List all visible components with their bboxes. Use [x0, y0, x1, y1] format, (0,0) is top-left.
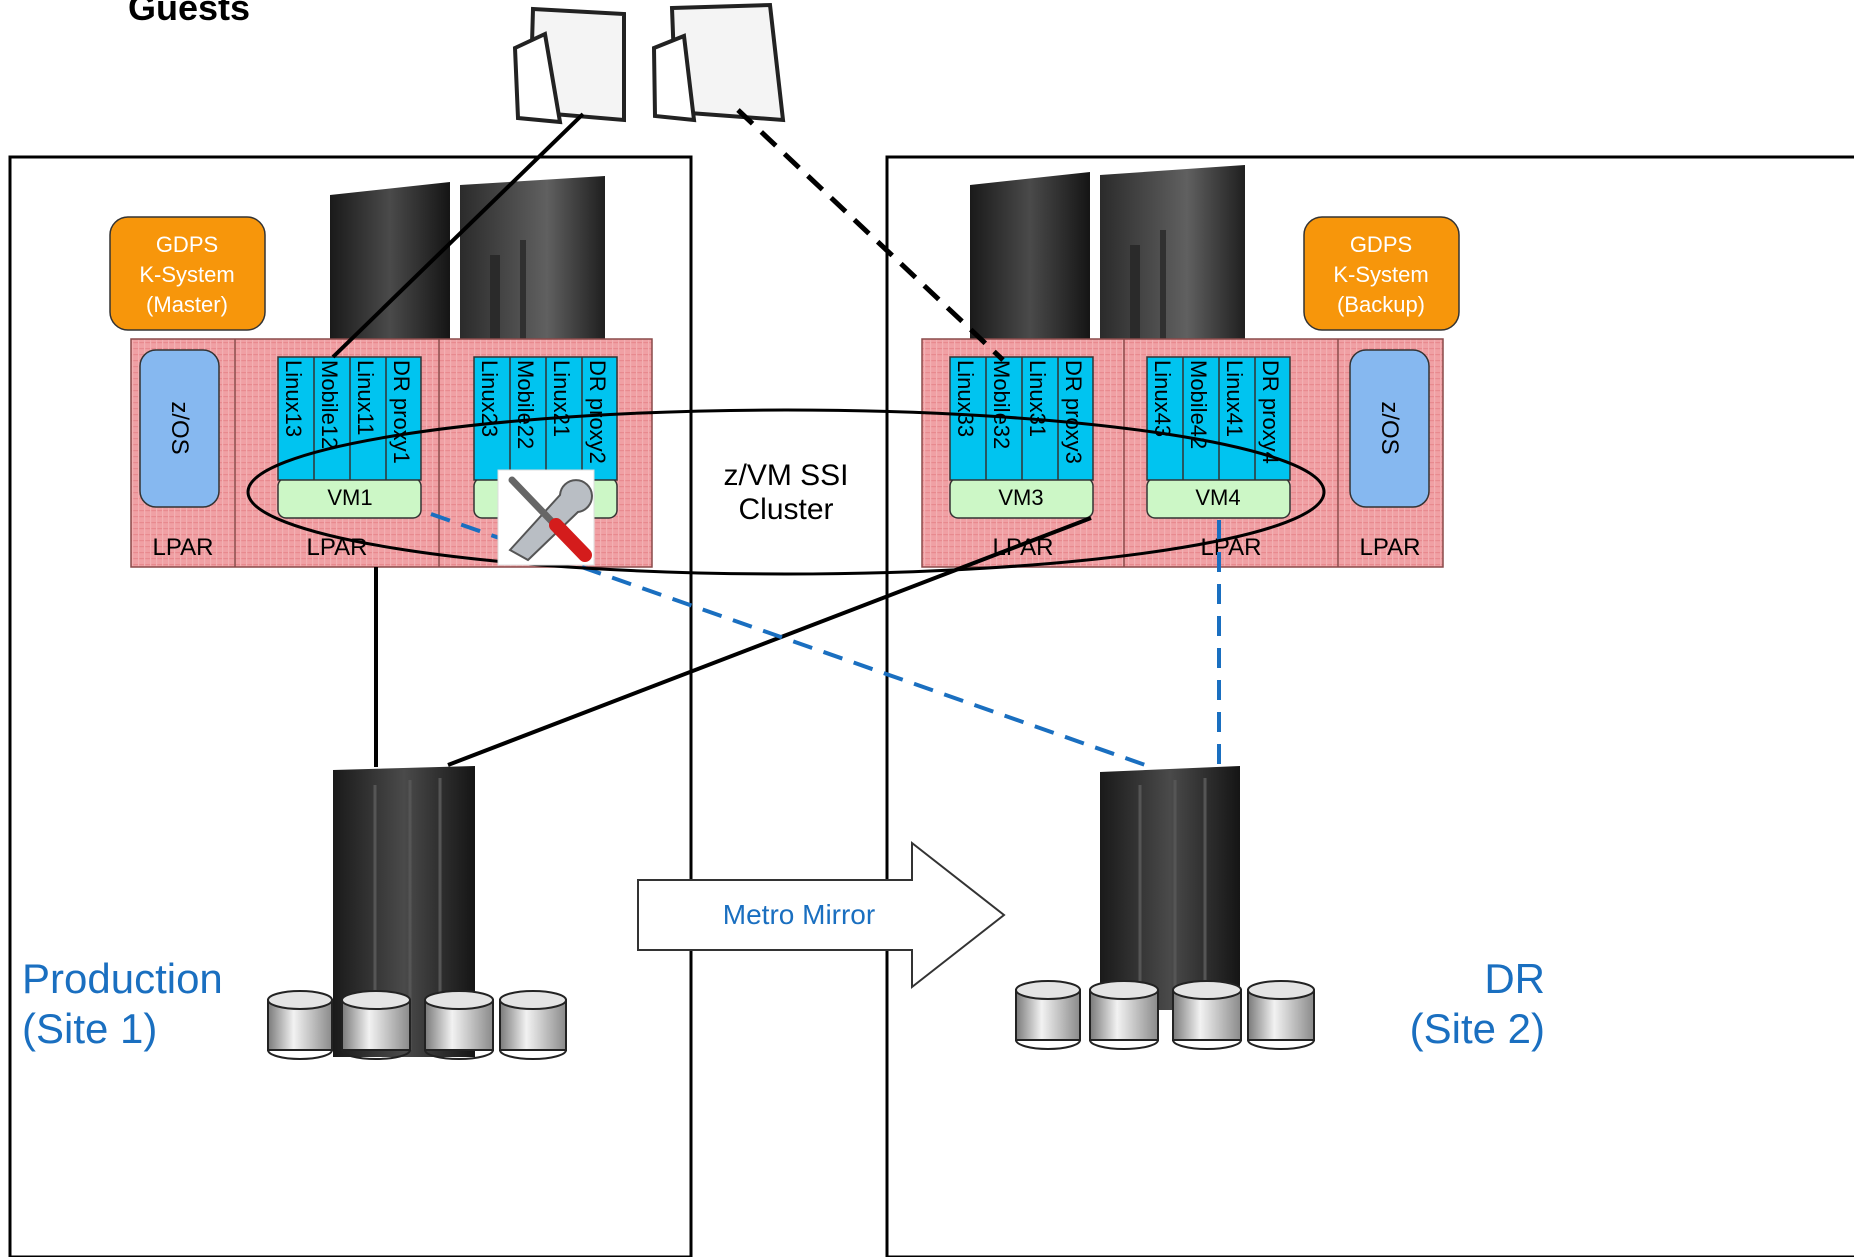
metro-mirror-arrow [637, 840, 1006, 990]
maintenance-tools-icon [497, 469, 595, 566]
gdps-line3: (Backup) [1337, 292, 1425, 317]
lpar-label: LPAR [153, 534, 214, 561]
disk-cylinder [267, 990, 333, 1060]
storage-unit-right [1100, 766, 1240, 1010]
guest-label: Linux31 [1025, 360, 1050, 437]
zos-box-left [139, 349, 220, 508]
lpar-label: LPAR [993, 534, 1054, 561]
gdps-master-box: GDPS K-System (Master) [109, 216, 266, 331]
vm3-block: Linux33 Mobile32 Linux31 DR proxy3 VM3 [949, 356, 1094, 519]
connection-line [331, 112, 585, 359]
guest-label: Mobile32 [989, 360, 1014, 449]
guest-label: Linux13 [281, 360, 306, 437]
guests-heading: Guests [128, 0, 250, 28]
production-site-sublabel: (Site 1) [22, 1005, 157, 1052]
zos-label: z/OS [166, 401, 193, 454]
guest-label: Linux43 [1150, 360, 1175, 437]
gdps-line3: (Master) [146, 292, 228, 317]
gdps-line2: K-System [139, 262, 234, 287]
zos-box-right [1349, 349, 1430, 508]
vm-label: VM4 [1195, 485, 1240, 510]
tablet-device-left [512, 6, 626, 125]
guest-label: Linux33 [953, 360, 978, 437]
guest-label: Linux11 [353, 360, 378, 435]
production-site-box [8, 155, 693, 1257]
vm4-block: Linux43 Mobile42 Linux41 DR proxy4 VM4 [1146, 356, 1291, 519]
guest-label: Linux41 [1222, 360, 1247, 437]
zos-label: z/OS [1376, 401, 1403, 454]
vm-label: VM3 [998, 485, 1043, 510]
connection-line [447, 516, 1092, 767]
guest-label: Mobile22 [513, 360, 538, 449]
disk-cylinder [1247, 980, 1315, 1050]
guest-label: DR proxy1 [389, 360, 414, 464]
gdps-line2: K-System [1333, 262, 1428, 287]
dr-site-sublabel: (Site 2) [1410, 1005, 1545, 1052]
cluster-label-line1: z/VM SSI [723, 459, 848, 492]
dr-site-box [885, 155, 1854, 1257]
cluster-label-line2: Cluster [738, 493, 833, 526]
production-site-label: Production [22, 955, 223, 1002]
vm-label: VM1 [327, 485, 372, 510]
ssi-cluster-ellipse [246, 408, 1326, 576]
guest-label: Mobile12 [317, 360, 342, 449]
gdps-line1: GDPS [156, 232, 218, 257]
tablet-device-right [651, 2, 786, 123]
lpar-label: LPAR [1360, 534, 1421, 561]
guest-label: DR proxy2 [585, 360, 610, 464]
metro-mirror-label: Metro Mirror [723, 899, 875, 930]
gdps-line1: GDPS [1350, 232, 1412, 257]
guest-label: DR proxy4 [1258, 360, 1283, 464]
gdps-backup-box: GDPS K-System (Backup) [1303, 216, 1460, 331]
disk-cylinder [499, 990, 567, 1060]
disk-cylinder [424, 990, 494, 1060]
guest-label: DR proxy3 [1061, 360, 1086, 464]
disk-cylinder [341, 990, 411, 1060]
disk-cylinder [1172, 980, 1242, 1050]
guest-label: Linux21 [549, 360, 574, 437]
connection-line-dashed [736, 108, 1005, 362]
disk-cylinder [1089, 980, 1159, 1050]
vm1-block: Linux13 Mobile12 Linux11 DR proxy1 VM1 [277, 356, 422, 519]
dr-site-label: DR [1484, 955, 1545, 1002]
guest-label: Mobile42 [1186, 360, 1211, 449]
disk-cylinder [1015, 980, 1081, 1050]
